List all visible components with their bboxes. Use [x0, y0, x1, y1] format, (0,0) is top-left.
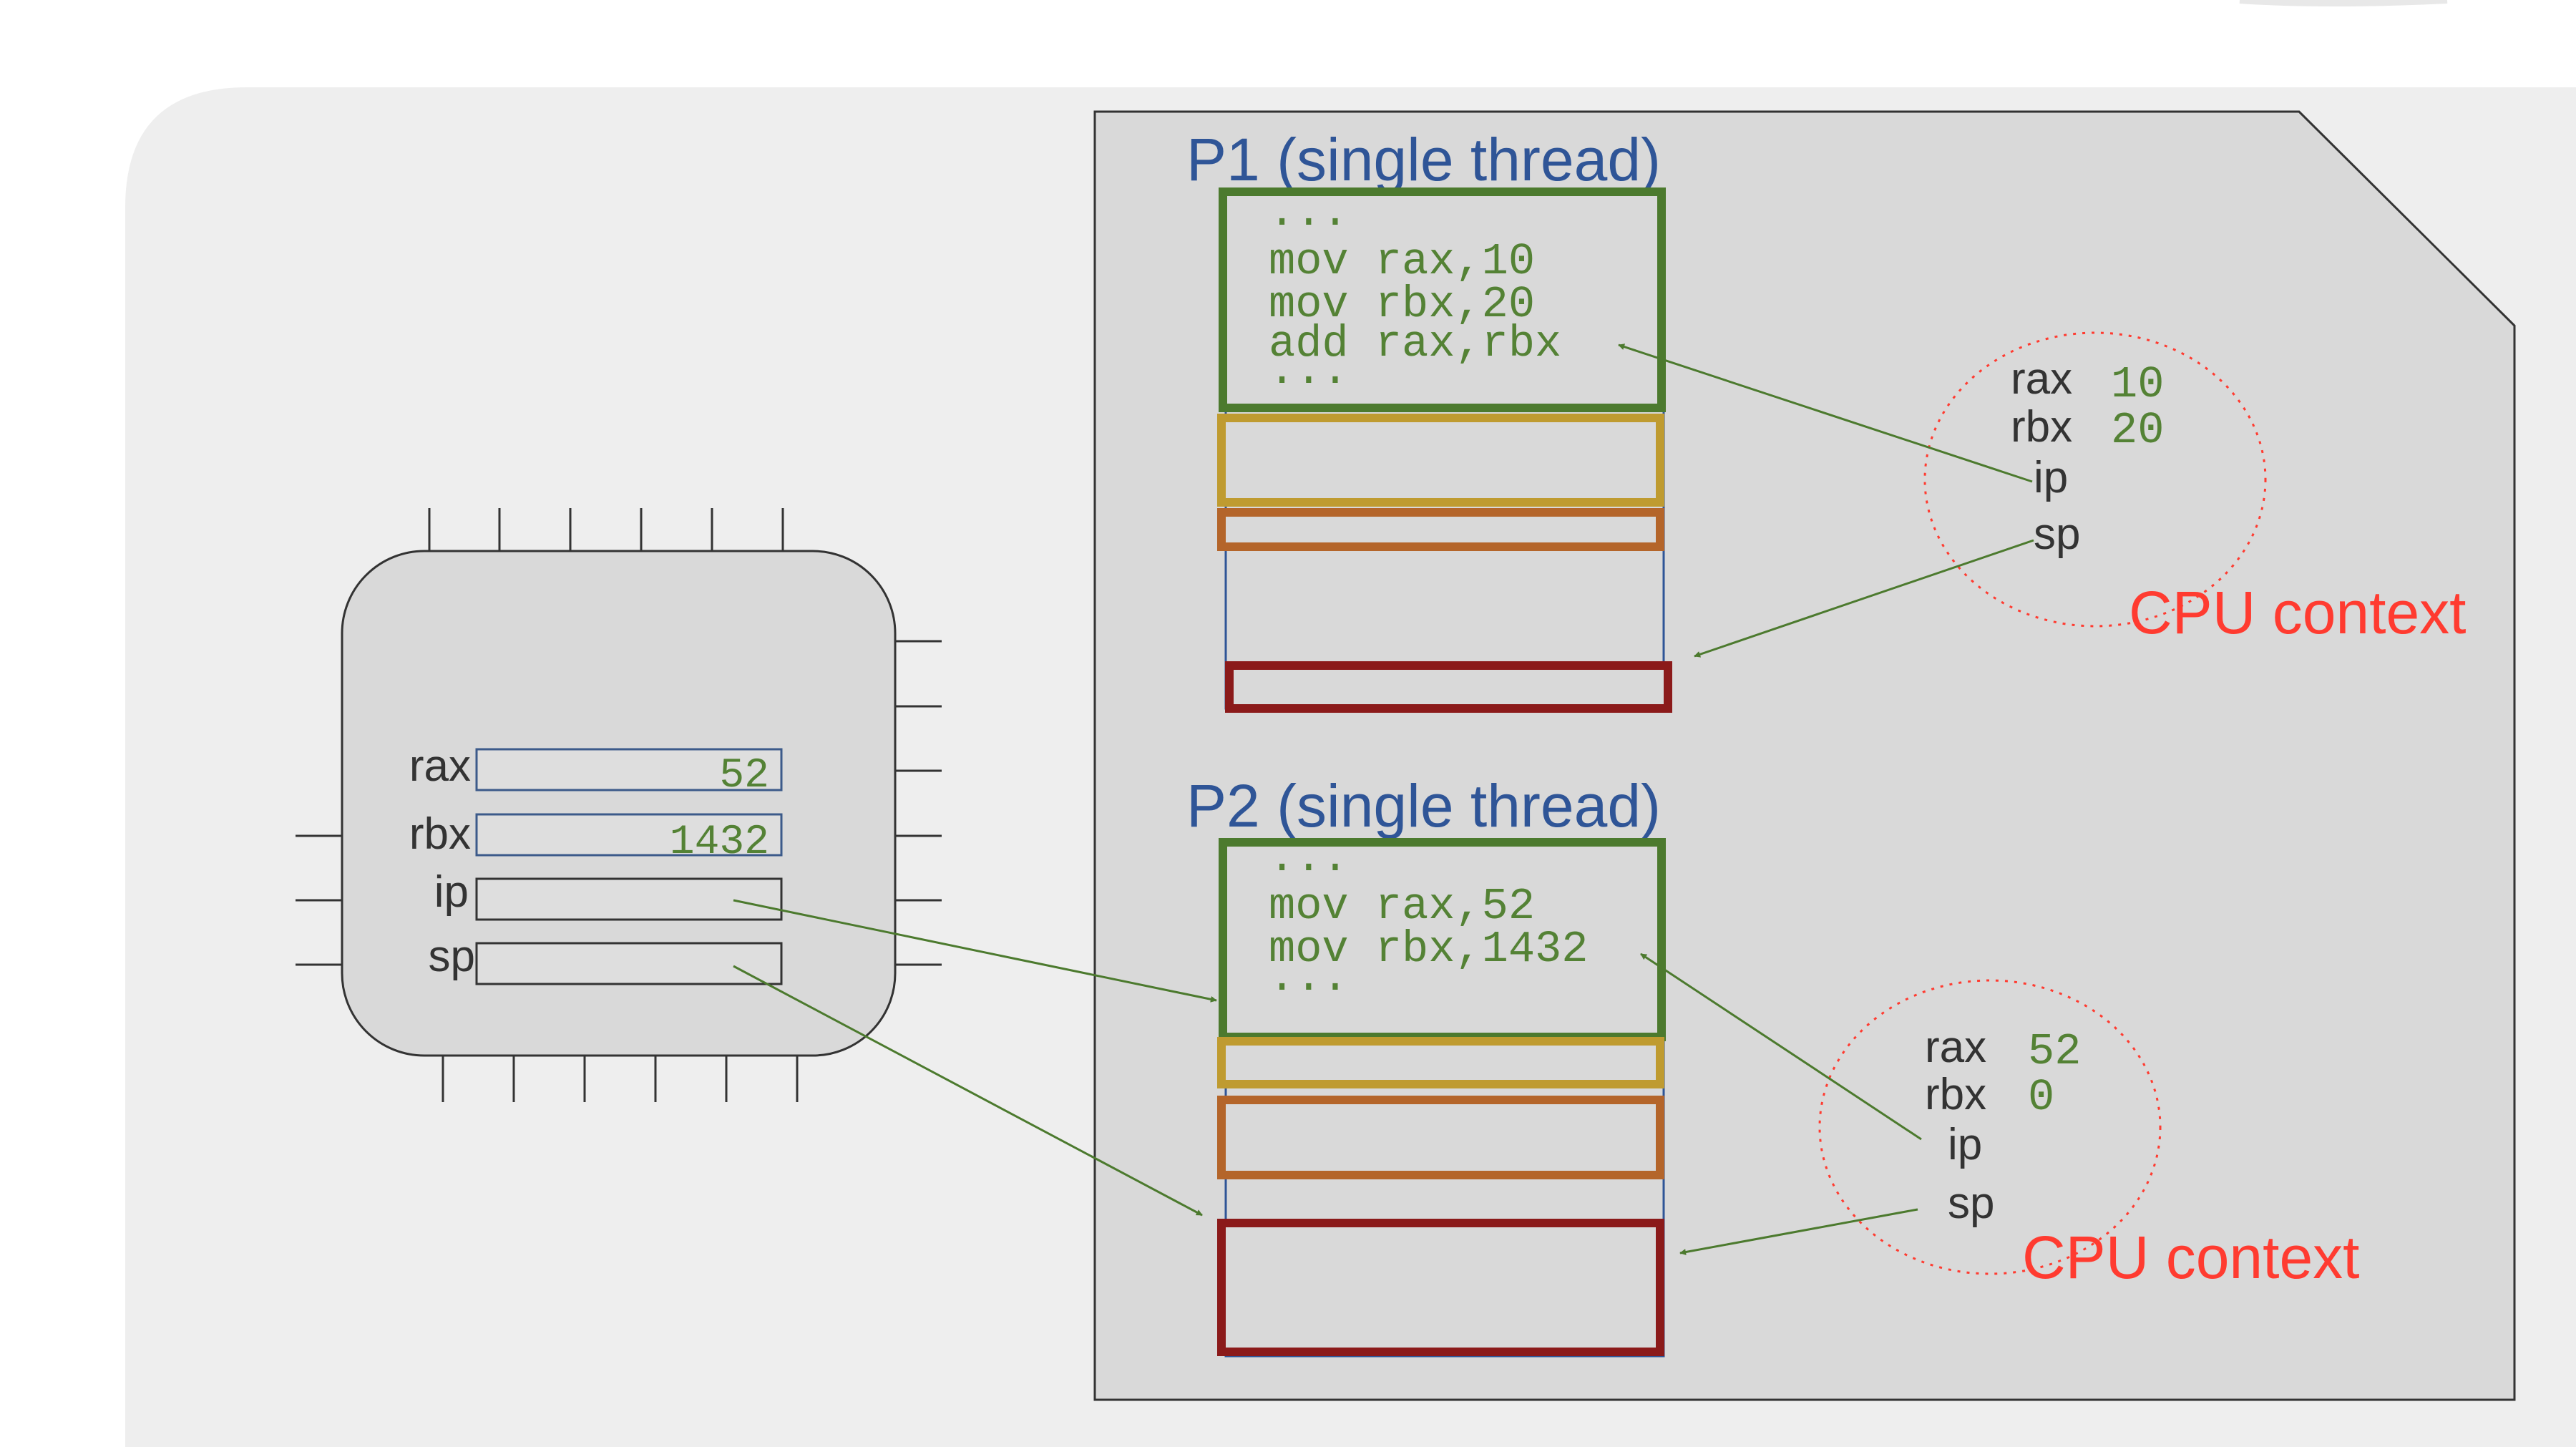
arrow-p1-ip-to-code	[1618, 344, 2033, 483]
cpu-register-value: 52	[719, 753, 769, 799]
context-ellipse	[1818, 979, 2162, 1275]
data-segment	[1217, 414, 1664, 507]
arrow-p1-sp-to-stack	[1694, 539, 2034, 658]
cpu-register-name: rax	[409, 741, 471, 791]
context-register-name: sp	[2034, 510, 2080, 559]
context-register-name: rbx	[2011, 402, 2072, 452]
context-register-name: ip	[1948, 1120, 1982, 1169]
cpu-register-name: rbx	[409, 809, 471, 859]
cpu-register-box	[475, 813, 783, 857]
context-label: CPU context	[2129, 579, 2467, 646]
context-register-name: ip	[2034, 453, 2068, 502]
cpu-register-name: ip	[434, 867, 469, 917]
context-register-value: 20	[2111, 405, 2164, 456]
heap-segment	[1217, 1096, 1664, 1179]
context-register-value: 52	[2028, 1026, 2081, 1077]
cpu-chip: rax 52 rbx 1432 ip sp	[296, 508, 942, 1102]
chip-body	[341, 550, 897, 1057]
cpu-register-box	[475, 748, 783, 791]
cpu-register-box	[475, 942, 783, 985]
process-title: P1 (single thread)	[1186, 126, 1661, 193]
pointer-arrows	[733, 344, 2034, 1255]
code-listing: ... mov rax,52 mov rbx,1432 ...	[1269, 833, 1588, 1003]
data-segment	[1217, 1037, 1664, 1088]
context-ellipse	[1923, 331, 2267, 628]
cpu-register-rbx: rbx 1432	[409, 809, 783, 866]
arrow-cpu-ip-to-p2-code	[733, 899, 1217, 1003]
arrow-p2-sp-to-stack	[1679, 1208, 1918, 1255]
context-register-value: 10	[2111, 359, 2164, 410]
cpu-register-rax: rax 52	[409, 741, 783, 799]
process-p1: P1 (single thread) ... mov rax,10 mov rb…	[1186, 126, 2467, 713]
top-edge-shadow	[2239, 0, 2448, 6]
cpu-register-box	[475, 877, 783, 921]
cpu-register-name: sp	[429, 932, 475, 981]
code-line: ...	[1269, 833, 1349, 884]
context-register-name: sp	[1948, 1179, 1994, 1228]
context-register-name: rax	[1925, 1023, 1986, 1072]
context-register-name: rbx	[1925, 1070, 1986, 1119]
chip-pins	[296, 508, 942, 1102]
context-register-value: 0	[2028, 1072, 2054, 1123]
code-line: ...	[1269, 953, 1349, 1003]
code-line: mov rbx,1432	[1269, 924, 1588, 975]
cpu-context-p1: rax 10 rbx 20 ip sp CPU context	[1923, 331, 2467, 646]
code-line: mov rbx,20	[1269, 279, 1535, 330]
code-line: mov rax,10	[1269, 236, 1535, 287]
context-label: CPU context	[2022, 1224, 2360, 1291]
process-title: P2 (single thread)	[1186, 772, 1661, 839]
code-line: mov rax,52	[1269, 881, 1535, 932]
code-line: ...	[1269, 187, 1349, 238]
code-line: add rax,rbx	[1269, 318, 1561, 369]
code-segment	[1219, 187, 1666, 412]
cpu-context-p2: rax 52 rbx 0 ip sp CPU context	[1818, 979, 2360, 1291]
context-register-name: rax	[2011, 354, 2072, 404]
code-listing: ... mov rax,10 mov rbx,20 add rax,rbx ..…	[1269, 187, 1561, 396]
process-p2: P2 (single thread) ... mov rax,52 mov rb…	[1186, 772, 2360, 1358]
stack-segment	[1217, 1219, 1664, 1356]
code-line: ...	[1269, 346, 1349, 396]
cpu-register-ip: ip	[434, 867, 783, 921]
cpu-register-value: 1432	[670, 819, 769, 866]
arrow-p2-ip-to-code	[1640, 953, 1922, 1141]
heap-segment	[1217, 508, 1664, 551]
stack-segment	[1225, 661, 1672, 713]
arrow-cpu-sp-to-p2-stack	[733, 965, 1203, 1217]
cpu-register-sp: sp	[429, 932, 783, 985]
code-segment	[1219, 838, 1666, 1041]
